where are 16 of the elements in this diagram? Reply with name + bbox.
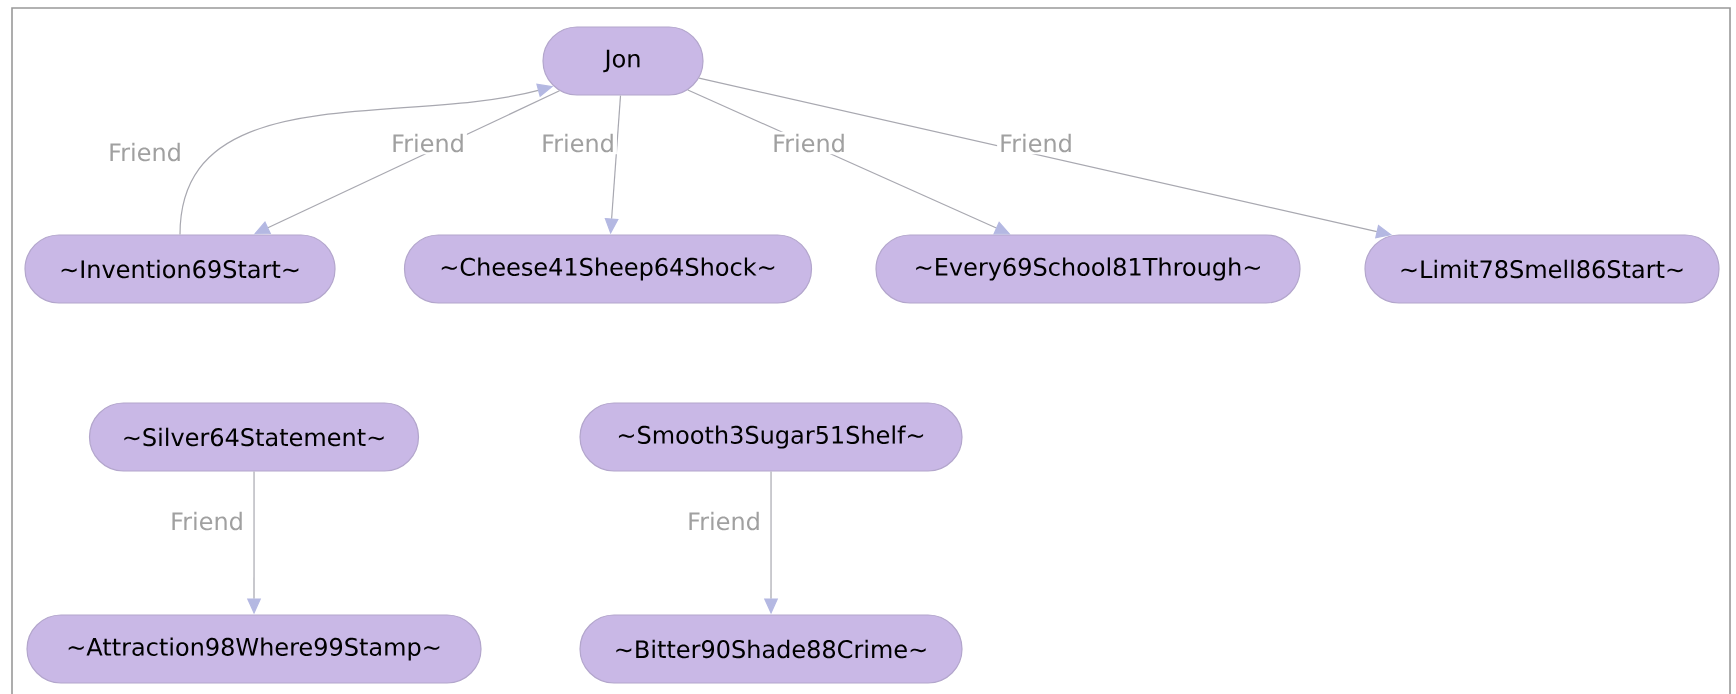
name-pill: ~Bitter90Shade88Crime~ [579,614,963,684]
name-pill: ~Limit78Smell86Start~ [1364,234,1720,304]
edge-label: Friend [539,131,617,155]
name-pill: ~Invention69Start~ [24,234,336,304]
edge-label: Friend [997,131,1075,155]
name-pill: ~Every69School81Through~ [875,234,1301,304]
name-pill: ~Smooth3Sugar51Shelf~ [579,402,963,472]
edge-label: Friend [685,509,763,533]
edge-label: Friend [389,131,467,155]
edge-label: Friend [106,140,184,164]
name-pill: ~Attraction98Where99Stamp~ [26,614,482,684]
edge-label: Friend [168,509,246,533]
edge-label: Friend [770,131,848,155]
name-pill: ~Cheese41Sheep64Shock~ [403,234,813,304]
name-pill: Jon [542,26,704,96]
name-pill: ~Silver64Statement~ [88,402,420,472]
